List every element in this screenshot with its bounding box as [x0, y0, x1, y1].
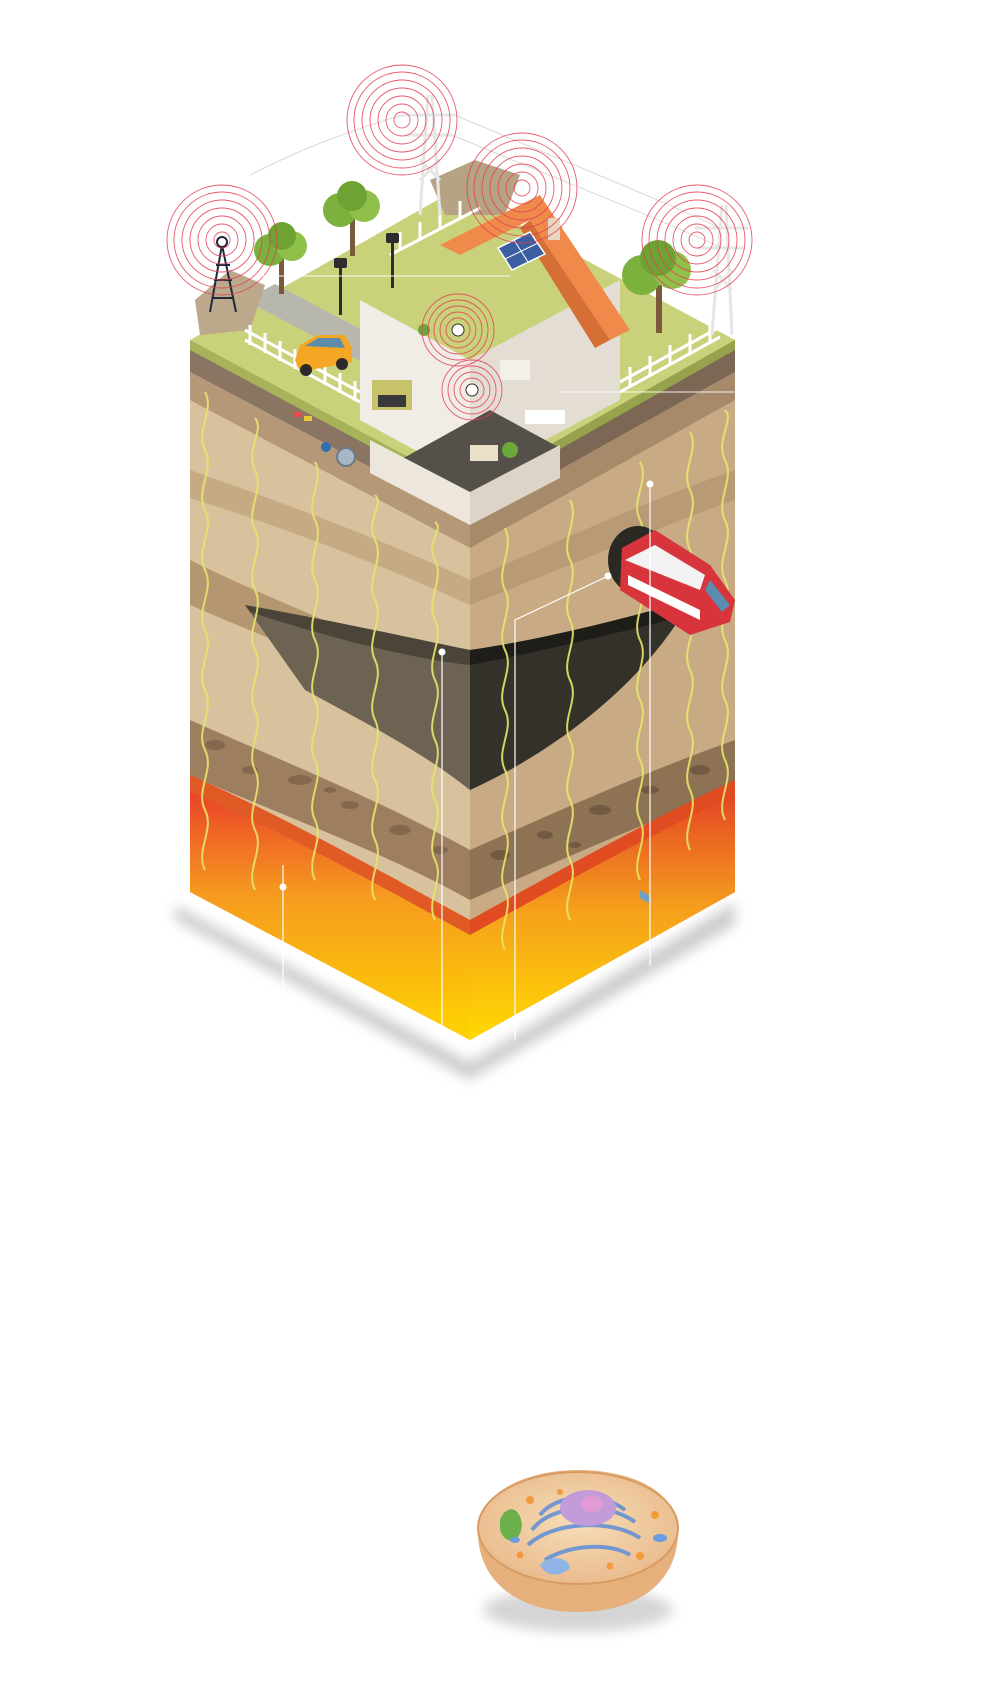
leader-lines	[282, 484, 651, 1040]
pipe-openings	[294, 412, 356, 467]
street-lamp-icon	[334, 233, 399, 315]
radiation-rings	[166, 64, 753, 421]
tree-icon	[323, 181, 380, 256]
power-pylon-icon	[695, 204, 748, 336]
metro-train-icon	[608, 526, 735, 904]
leader-dots	[279, 480, 654, 891]
wifi-router-icon	[451, 323, 479, 397]
power-cables	[249, 114, 723, 249]
animal-cell-icon	[477, 1470, 679, 1632]
block-right-face	[470, 340, 735, 1040]
house-cutaway-icon	[360, 195, 630, 525]
car-icon	[295, 335, 352, 376]
leader-lines-top	[258, 275, 735, 393]
